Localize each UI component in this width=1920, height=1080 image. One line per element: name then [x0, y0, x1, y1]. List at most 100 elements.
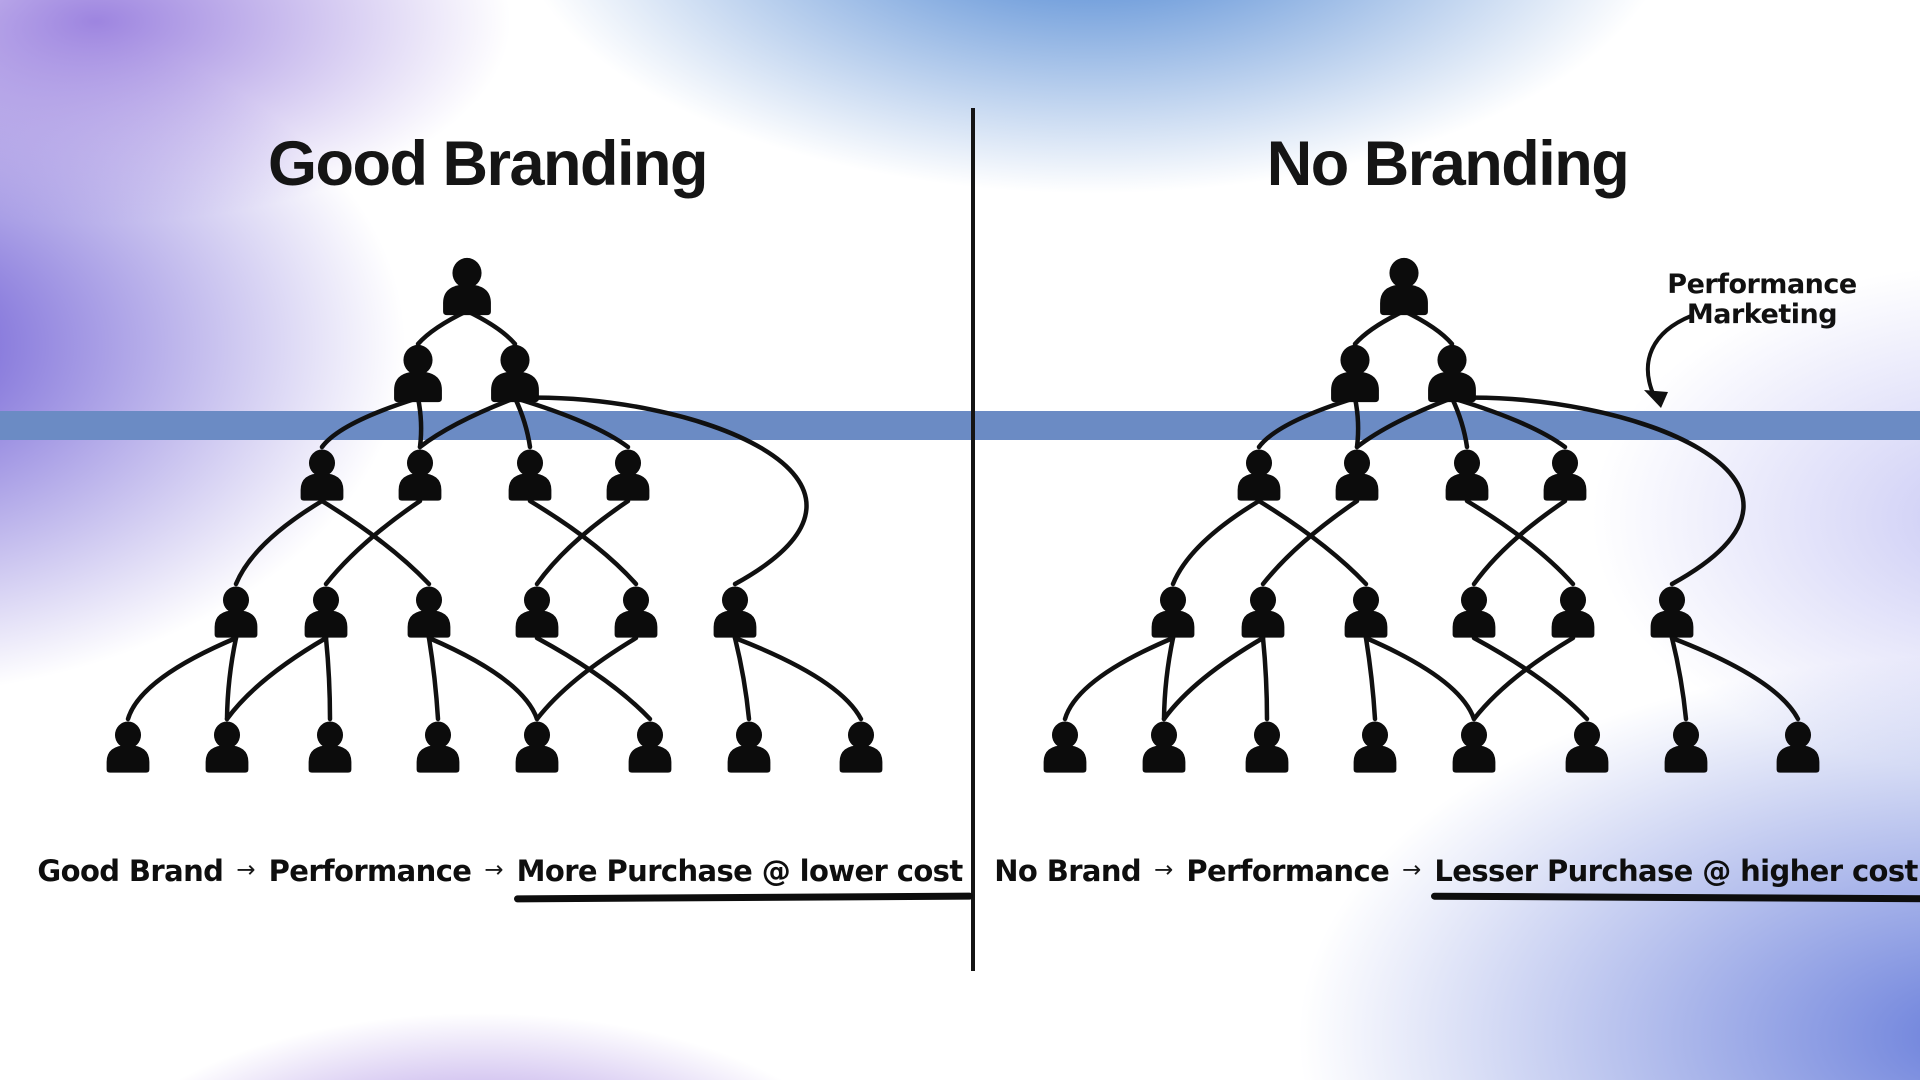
person-head — [308, 449, 336, 477]
right-panel-title: No Branding — [1266, 129, 1630, 199]
person-icon — [1565, 721, 1609, 773]
person-head — [1559, 586, 1587, 614]
person-head — [1361, 721, 1389, 749]
person-icon — [515, 586, 559, 638]
person-shoulders — [1241, 610, 1285, 638]
person-head — [523, 586, 551, 614]
person-head — [735, 721, 763, 749]
person-shoulders — [1237, 473, 1281, 501]
person-shoulders — [205, 745, 249, 773]
person-icon — [839, 721, 883, 773]
person-head — [847, 721, 875, 749]
connection-line — [1256, 498, 1369, 587]
connection-line — [1449, 395, 1746, 587]
connection-line — [224, 635, 329, 722]
person-shoulders — [1142, 745, 1186, 773]
person-head — [406, 449, 434, 477]
person-icon — [1151, 586, 1195, 638]
person-shoulders — [1650, 610, 1694, 638]
person-icon — [1344, 586, 1388, 638]
person-shoulders — [1543, 473, 1587, 501]
person-shoulders — [1353, 745, 1397, 773]
right-pyramid — [1043, 257, 1820, 773]
performance-marketing-line2: Marketing — [1686, 299, 1838, 331]
person-shoulders — [1452, 745, 1496, 773]
person-icon — [300, 449, 344, 501]
left-formula-result: More Purchase @ lower cost — [516, 854, 964, 888]
connection-line — [1170, 498, 1262, 587]
connection-line — [233, 498, 325, 587]
person-head — [312, 586, 340, 614]
connection-line — [534, 635, 653, 722]
connection-line — [224, 635, 239, 722]
person-shoulders — [407, 610, 451, 638]
connection-line — [1363, 635, 1378, 722]
person-icon — [1353, 721, 1397, 773]
person-shoulders — [1428, 371, 1476, 403]
person-shoulders — [416, 745, 460, 773]
person-head — [1389, 257, 1419, 289]
person-head — [1437, 344, 1467, 376]
person-icon — [1245, 721, 1289, 773]
connection-line — [534, 635, 639, 722]
right-formula: No Brand → Performance → Lesser Purchase… — [994, 845, 1918, 897]
arrow-right-icon: → — [484, 857, 504, 883]
person-shoulders — [1776, 745, 1820, 773]
person-head — [1249, 586, 1277, 614]
person-shoulders — [1664, 745, 1708, 773]
connection-line — [1161, 635, 1266, 722]
connection-line — [1062, 635, 1176, 722]
connection-line — [426, 635, 540, 722]
connection-line — [1464, 498, 1576, 587]
person-icon — [1241, 586, 1285, 638]
person-icon — [628, 721, 672, 773]
person-shoulders — [606, 473, 650, 501]
left-formula-brand: Good Brand — [37, 854, 224, 888]
performance-marketing-label: Performance Marketing — [1642, 269, 1882, 331]
person-head — [1460, 586, 1488, 614]
connection-line — [319, 498, 432, 587]
person-head — [1551, 449, 1579, 477]
person-icon — [443, 257, 491, 316]
person-shoulders — [839, 745, 883, 773]
person-shoulders — [1565, 745, 1609, 773]
person-shoulders — [394, 371, 442, 403]
person-head — [452, 257, 482, 289]
connection-line — [512, 395, 631, 450]
person-shoulders — [508, 473, 552, 501]
person-icon — [106, 721, 150, 773]
connection-line — [534, 498, 631, 587]
person-shoulders — [304, 610, 348, 638]
person-shoulders — [1380, 284, 1428, 316]
person-icon — [308, 721, 352, 773]
connection-line — [1471, 498, 1568, 587]
person-icon — [727, 721, 771, 773]
person-icon — [1428, 344, 1476, 403]
arrow-right-icon: → — [1154, 857, 1174, 883]
right-formula-brand: No Brand — [994, 854, 1142, 888]
person-head — [500, 344, 530, 376]
left-formula: Good Brand → Performance → More Purchase… — [30, 845, 970, 897]
person-head — [1658, 586, 1686, 614]
person-head — [213, 721, 241, 749]
connection-line — [464, 308, 518, 347]
connection-line — [1471, 635, 1590, 722]
person-head — [1253, 721, 1281, 749]
person-icon — [1335, 449, 1379, 501]
person-shoulders — [491, 371, 539, 403]
person-head — [1343, 449, 1371, 477]
connection-line — [426, 635, 441, 722]
person-shoulders — [713, 610, 757, 638]
person-head — [1784, 721, 1812, 749]
connection-line — [1260, 498, 1360, 587]
annotation-arrowhead-icon — [1644, 390, 1668, 408]
person-icon — [1452, 586, 1496, 638]
person-head — [316, 721, 344, 749]
person-shoulders — [106, 745, 150, 773]
person-icon — [1650, 586, 1694, 638]
person-shoulders — [1445, 473, 1489, 501]
person-icon — [304, 586, 348, 638]
right-formula-performance: Performance — [1186, 854, 1390, 888]
